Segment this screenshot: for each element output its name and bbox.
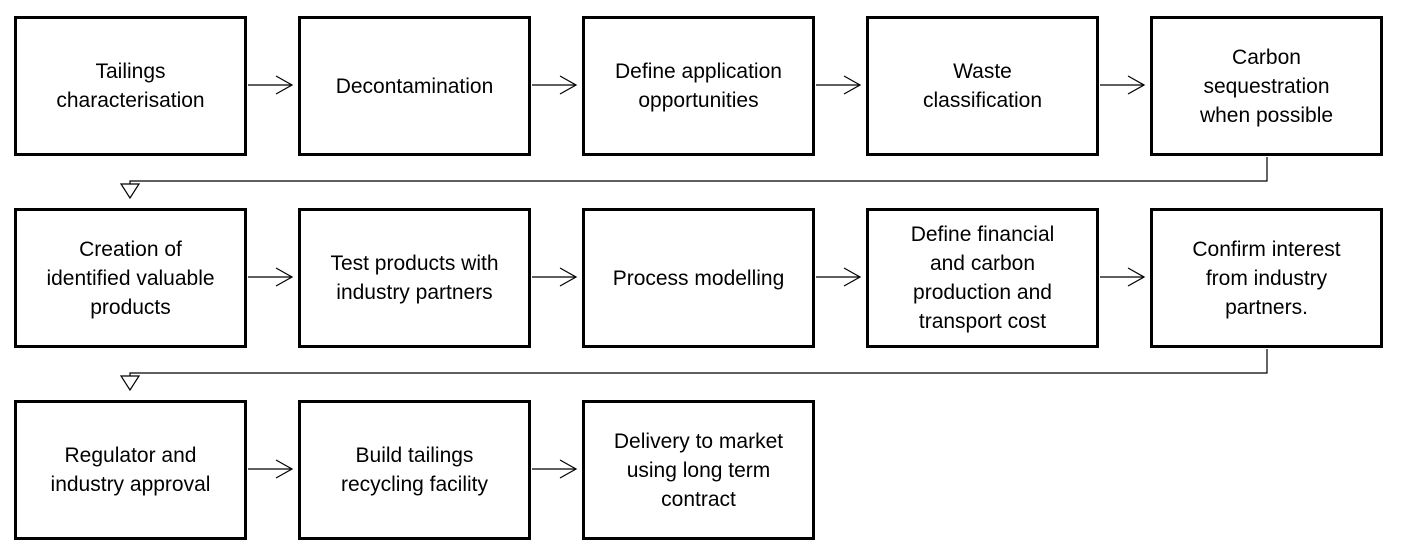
flow-arrow-head — [275, 75, 294, 95]
step-carbon-sequestration: Carbon sequestration when possible — [1150, 16, 1383, 156]
step-label: Define financial and carbon production a… — [910, 223, 1055, 333]
step-regulator-approval: Regulator and industry approval — [14, 400, 247, 540]
step-creation-of-valuable-products: Creation of identified valuable products — [14, 208, 247, 348]
flow-arrow-head — [559, 459, 578, 479]
flow-arrow-head — [559, 75, 578, 95]
step-label: Delivery to market using long term contr… — [613, 429, 784, 511]
wrap-connector-line — [129, 157, 1268, 184]
step-label: Build tailings recycling facility — [340, 444, 489, 496]
step-label: Decontamination — [335, 74, 494, 98]
flow-arrow-head — [275, 459, 294, 479]
step-label: Regulator and industry approval — [50, 444, 211, 496]
step-define-financial-and-carbon-cost: Define financial and carbon production a… — [866, 208, 1099, 348]
step-label: Tailings characterisation — [56, 60, 205, 112]
step-tailings-characterisation: Tailings characterisation — [14, 16, 247, 156]
wrap-connector-line — [129, 349, 1268, 376]
step-decontamination: Decontamination — [298, 16, 531, 156]
flow-arrow-head — [843, 75, 862, 95]
step-label: Test products with industry partners — [330, 252, 499, 304]
flow-arrow-head — [1127, 75, 1146, 95]
step-label: Creation of identified valuable products — [46, 237, 215, 319]
flow-arrow-head — [1127, 267, 1146, 287]
step-label: Define application opportunities — [615, 60, 782, 112]
step-label: Confirm interest from industry partners. — [1192, 237, 1341, 319]
step-process-modelling: Process modelling — [582, 208, 815, 348]
flow-arrow-head — [275, 267, 294, 287]
step-test-products: Test products with industry partners — [298, 208, 531, 348]
step-define-application-opportunities: Define application opportunities — [582, 16, 815, 156]
step-label: Waste classification — [922, 60, 1043, 112]
step-waste-classification: Waste classification — [866, 16, 1099, 156]
flow-arrow-head — [843, 267, 862, 287]
step-confirm-interest: Confirm interest from industry partners. — [1150, 208, 1383, 348]
wrap-arrow-head — [119, 183, 141, 200]
flow-arrow-head — [559, 267, 578, 287]
step-label: Carbon sequestration when possible — [1199, 45, 1334, 127]
step-build-recycling-facility: Build tailings recycling facility — [298, 400, 531, 540]
wrap-arrow-head — [119, 375, 141, 392]
step-label: Process modelling — [612, 266, 785, 290]
step-delivery-to-market: Delivery to market using long term contr… — [582, 400, 815, 540]
